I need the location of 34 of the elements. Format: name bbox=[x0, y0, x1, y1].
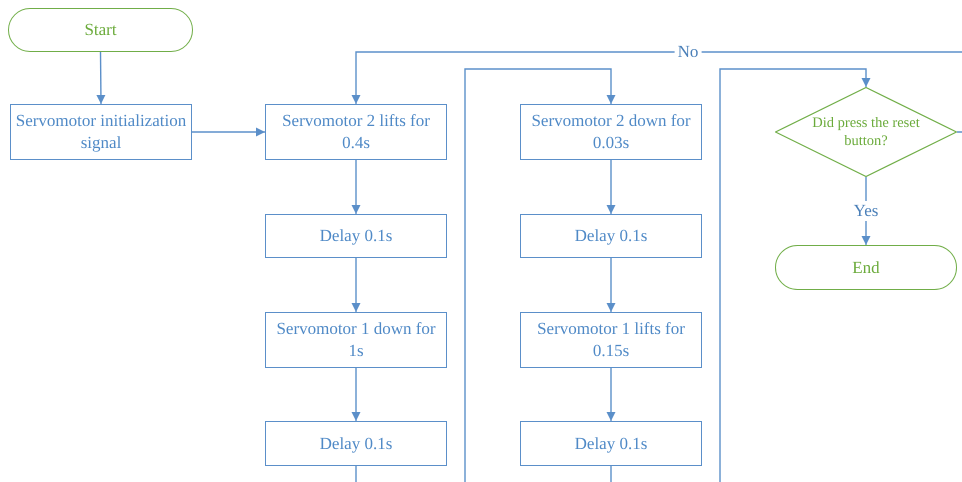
step-text: Delay 0.1s bbox=[574, 225, 648, 247]
process-box bbox=[265, 312, 447, 368]
arrow bbox=[352, 368, 360, 421]
step-text: Delay 0.1s bbox=[574, 432, 648, 454]
terminator-shape bbox=[8, 8, 193, 52]
process-box bbox=[265, 214, 447, 258]
process-box bbox=[520, 214, 702, 258]
step-text: Servomotor 2 lifts for 0.4s bbox=[281, 110, 431, 154]
step-text: Start bbox=[84, 19, 117, 41]
step-text: Delay 0.1s bbox=[320, 225, 392, 247]
process-box bbox=[265, 104, 447, 160]
step-text: Delay 0.1s bbox=[320, 432, 392, 454]
process-box bbox=[520, 104, 702, 160]
terminator-shape bbox=[775, 245, 957, 290]
arrow bbox=[352, 160, 360, 214]
arrow bbox=[606, 160, 616, 214]
process-box bbox=[265, 421, 447, 466]
step-text: Servomotor 2 down for 0.03s bbox=[530, 110, 692, 154]
process-box bbox=[520, 421, 702, 466]
decision-text: Did press the reset button? bbox=[811, 114, 921, 150]
arrow bbox=[610, 68, 870, 482]
process-box bbox=[10, 104, 192, 160]
step-text: Servomotor 1 lifts for 0.15s bbox=[536, 318, 686, 362]
arrow bbox=[355, 68, 616, 482]
arrow bbox=[352, 258, 360, 312]
process-box bbox=[520, 312, 702, 368]
arrow bbox=[96, 52, 106, 104]
step-text: Servomotor initialization signal bbox=[15, 110, 187, 154]
arrow bbox=[606, 368, 616, 421]
arrow bbox=[192, 128, 265, 136]
arrow bbox=[606, 258, 616, 312]
step-text: End bbox=[852, 256, 880, 278]
arrow bbox=[352, 51, 962, 133]
step-text: Servomotor 1 down for 1s bbox=[275, 318, 437, 362]
